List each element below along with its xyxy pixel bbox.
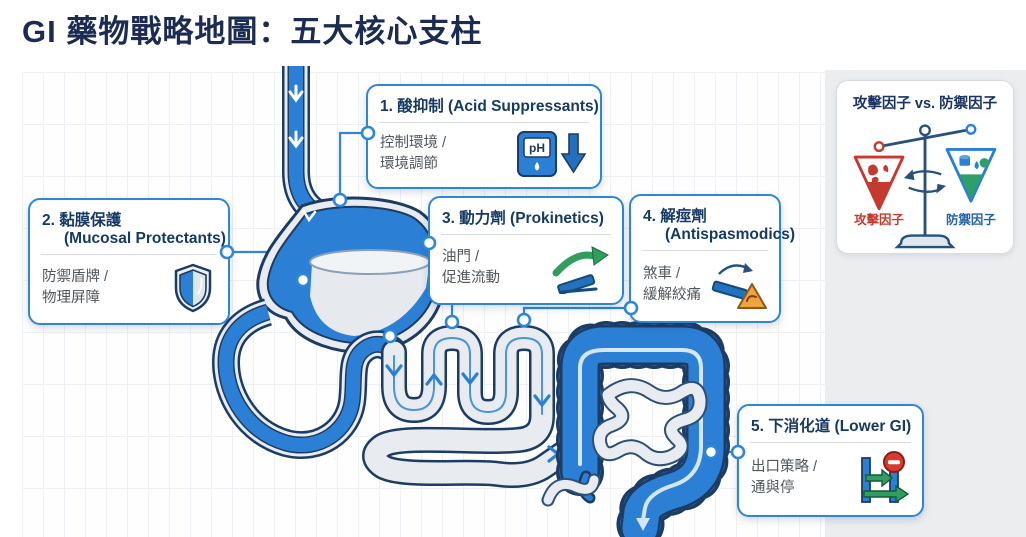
antacid-glyph (959, 157, 970, 166)
pillar-box-lower-gi: 5. 下消化道 (Lower GI) 出口策略 / 通與停 (737, 404, 924, 517)
rectum-exit-arrow (636, 518, 650, 531)
pillar-5-title: 5. 下消化道 (Lower GI) (751, 418, 912, 435)
balance-card-title: 攻擊因子 vs. 防禦因子 (852, 96, 998, 112)
down-arrow-icon (560, 133, 587, 174)
pepper-glyph (871, 176, 879, 184)
pillar-1-title: 1. 酸抑制 (Acid Suppressants) (380, 98, 599, 115)
pillar-4-description: 煞車 / 緩解絞痛 (643, 265, 701, 303)
colon (556, 321, 730, 537)
accelerator-pedal-icon (552, 246, 609, 294)
pillar-5-description: 出口策略 / 通與停 (751, 458, 818, 496)
balance-base (894, 234, 956, 249)
duodenum-loop (211, 298, 404, 459)
attack-factors-pan (853, 155, 905, 211)
esophagus (282, 66, 326, 225)
pillar-box-prokinetics: 3. 動力劑 (Prokinetics) 油門 / 促進流動 (428, 196, 624, 305)
pillar-2-title: 2. 黏膜保護(Mucosal Protectants) (42, 212, 226, 247)
pillar-3-description: 油門 / 促進流動 (442, 248, 500, 286)
attack-factors-label: 攻擊因子 (854, 212, 904, 227)
gate-stop-icon (861, 451, 910, 504)
pillar-box-antispasmodics: 4. 解痙劑(Antispasmodics) 煞車 / 緩解絞痛 (629, 194, 796, 323)
stomach (256, 196, 448, 354)
protect-glyph (979, 158, 990, 168)
ph-meter-icon: pH (517, 131, 587, 177)
pillar-box-acid-suppressants: 1. 酸抑制 (Acid Suppressants) 控制環境 / 環境調節 p… (366, 84, 602, 189)
flow-arrows (385, 364, 560, 463)
pillar-1-description: 控制環境 / 環境調節 (380, 134, 447, 172)
colon-flow-line (578, 348, 703, 522)
ileum-coil (541, 378, 708, 507)
attack-vs-defense-card: 攻擊因子 vs. 防禦因子 (836, 80, 1014, 254)
acid-glyph (883, 164, 889, 173)
defense-factors-label: 防禦因子 (946, 212, 996, 227)
balance-scale-illustration: 攻擊因子 防禦因子 (853, 123, 997, 249)
exchange-arrows-icon (903, 169, 947, 194)
stomach-glyph (868, 164, 879, 176)
stomach-acid-pool (310, 260, 430, 336)
pillar-2-description: 防禦盾牌 / 物理屏障 (42, 268, 109, 306)
page-title: GI 藥物戰略地圖：五大核心支柱 (22, 14, 483, 49)
ph-label: pH (529, 141, 545, 155)
defense-factors-pan (945, 148, 997, 203)
pillar-box-mucosal-protectants: 2. 黏膜保護(Mucosal Protectants) 防禦盾牌 / 物理屏障 (28, 198, 230, 325)
shield-icon (174, 263, 212, 313)
pillar-3-title: 3. 動力劑 (Prokinetics) (442, 210, 604, 227)
pillar-4-title: 4. 解痙劑(Antispasmodics) (643, 208, 796, 243)
droplet-glyph (974, 160, 979, 170)
pass-arrow-icon (865, 468, 894, 488)
green-flow-arrow-icon (552, 251, 598, 277)
small-intestine (362, 325, 577, 488)
brake-warning-icon (711, 263, 767, 309)
